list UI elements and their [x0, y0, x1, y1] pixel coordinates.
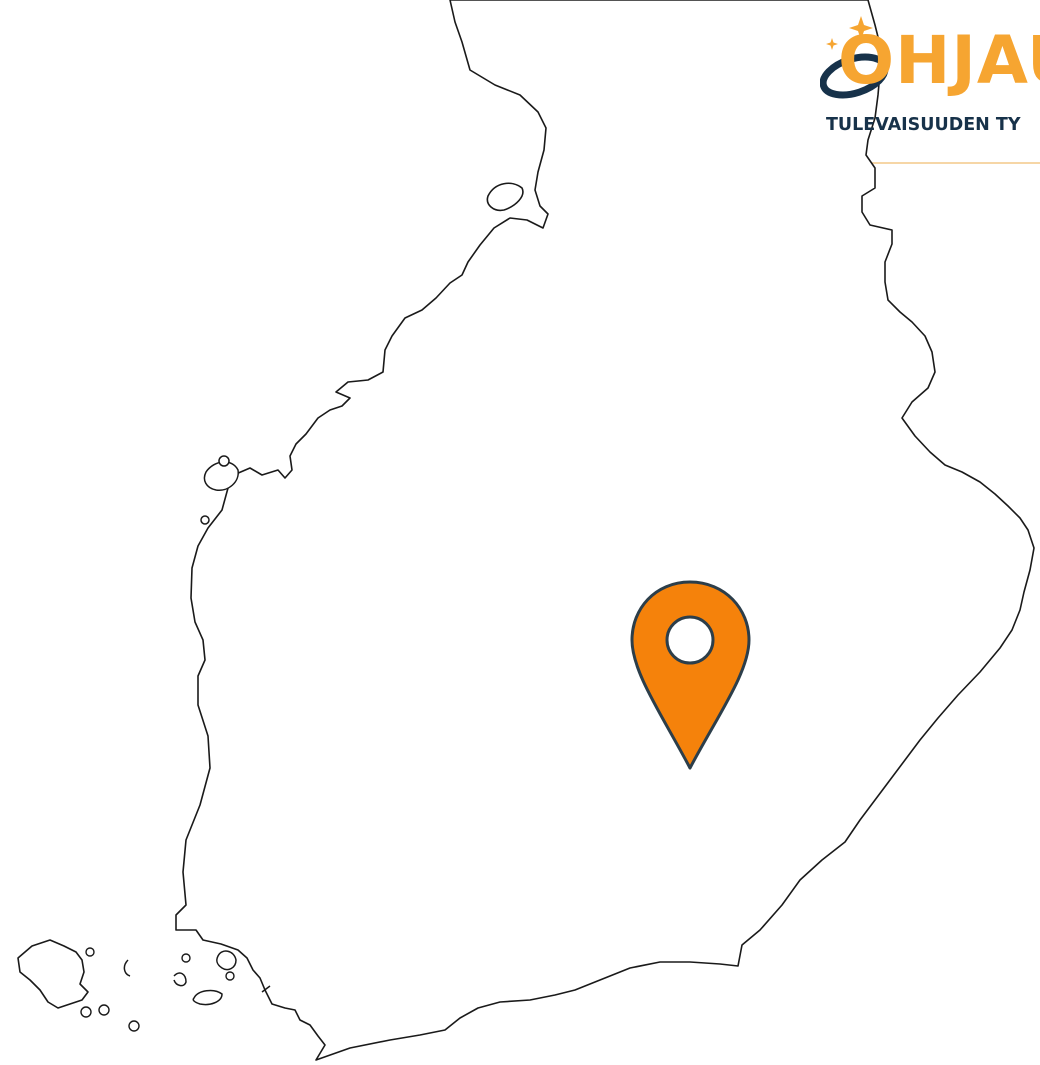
islet-outline	[85, 947, 95, 957]
islet-outline	[80, 1006, 92, 1018]
islet-outline	[225, 971, 235, 981]
location-pin-body	[630, 580, 751, 770]
lake-outline	[486, 182, 524, 212]
finland-mainland-outline	[175, 0, 1035, 1061]
islet-outline	[173, 972, 187, 987]
location-pin-icon[interactable]	[630, 580, 751, 770]
islet-outline	[98, 1004, 110, 1016]
brand-wordmark: OHJAU	[838, 22, 1040, 99]
islet-outline	[261, 985, 271, 993]
sparkle-icon	[826, 38, 838, 50]
island-outline	[192, 989, 223, 1006]
aland-main-island-outline	[17, 939, 89, 1009]
brand-logo	[820, 16, 889, 99]
islet-outline	[218, 455, 230, 467]
island-outline	[216, 950, 237, 971]
islet-outline	[128, 1020, 140, 1032]
orbit-ring-icon	[820, 53, 889, 99]
islet-outline	[200, 515, 210, 525]
location-pin-hole	[665, 615, 715, 665]
islet-outline	[181, 953, 191, 963]
sparkle-icon	[849, 16, 873, 40]
brand-tagline: TULEVAISUUDEN TY	[826, 115, 1021, 135]
islet-outline	[123, 959, 131, 977]
